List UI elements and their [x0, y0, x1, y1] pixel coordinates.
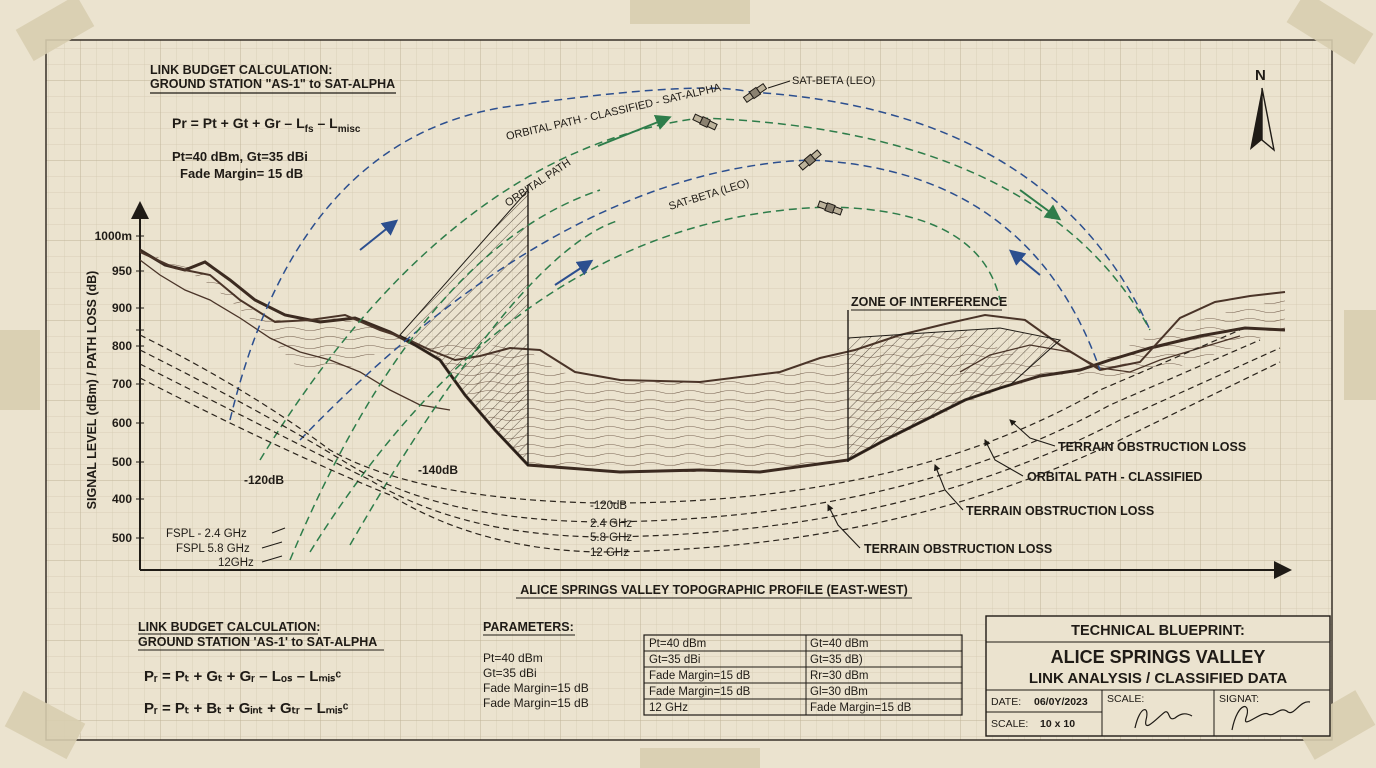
table-cell: Pt=40 dBm — [649, 638, 706, 650]
header-line2: GROUND STATION "AS-1" to SAT-ALPHA — [150, 77, 395, 91]
header-line1: LINK BUDGET CALCULATION: — [150, 63, 332, 77]
y-tick-label: 950 — [112, 264, 132, 278]
table-cell: 12 GHz — [649, 702, 688, 714]
signature-signat — [1231, 701, 1311, 731]
zone-of-interference: ZONE OF INTERFERENCE — [847, 295, 1062, 462]
fspl-label-12: 12GHz — [218, 557, 254, 569]
parameter-item: Gt=35 dBi — [483, 666, 537, 680]
title-block-heading: TECHNICAL BLUEPRINT: — [1071, 623, 1245, 639]
parameters-list: PARAMETERS: Pt=40 dBm Gt=35 dBi Fade Mar… — [483, 620, 589, 710]
fspl-label-5-8: FSPL 5.8 GHz — [176, 543, 250, 555]
parameter-item: Fade Margin=15 dB — [483, 696, 589, 710]
date-value: 06/0Y/2023 — [1034, 696, 1088, 708]
signature-scale — [1134, 709, 1193, 729]
footer-equation-2: Pᵣ = Pₜ + Bₜ + Gᵢₙₜ + Gₜᵣ – Lₘᵢₛᶜ — [144, 700, 349, 717]
y-tick-label: 1000m — [95, 229, 132, 243]
title-block-title: ALICE SPRINGS VALLEY — [1051, 647, 1266, 667]
y-axis-ticks: 1000m950900850800700600500400500 — [95, 229, 144, 545]
header-block: LINK BUDGET CALCULATION: GROUND STATION … — [150, 63, 396, 181]
label-minus120-mid: -120dB — [590, 500, 627, 512]
satellite-icon — [798, 149, 822, 171]
satellite-icon — [817, 200, 843, 216]
table-cell: Gl=30 dBm — [810, 686, 868, 698]
scale-label: SCALE: — [991, 718, 1028, 730]
y-tick-label: 500 — [112, 531, 132, 545]
callout-terrain-3: TERRAIN OBSTRUCTION LOSS — [864, 542, 1052, 556]
border-frame — [45, 39, 1333, 741]
north-label: N — [1255, 67, 1266, 84]
label-2-4ghz: 2.4 GHz — [590, 518, 632, 530]
title-block-subtitle: LINK ANALYSIS / CLASSIFIED DATA — [1029, 670, 1288, 687]
parameters-title: PARAMETERS: — [483, 620, 574, 634]
table-cell: Gt=35 dB) — [810, 654, 863, 666]
right-callouts: TERRAIN OBSTRUCTION LOSS ORBITAL PATH - … — [827, 419, 1246, 556]
y-tick-label: 600 — [112, 416, 132, 430]
parameter-item: Pt=40 dBm — [483, 651, 543, 665]
orbital-arcs — [229, 87, 1151, 561]
zone-label: ZONE OF INTERFERENCE — [851, 295, 1007, 309]
table-cell: Gt=35 dBi — [649, 654, 700, 666]
arc-label-sat-beta-top: SAT-BETA (LEO) — [792, 75, 875, 87]
table-cell: Fade Margin=15 dB — [810, 702, 912, 714]
label-5-8ghz: 5.8 GHz — [590, 532, 632, 544]
scale-sign-label: SCALE: — [1107, 693, 1144, 705]
satellite-icon — [692, 113, 718, 131]
table-cell: Fade Margin=15 dB — [649, 670, 751, 682]
footer-line2: GROUND STATION 'AS-1' to SAT-ALPHA — [138, 635, 377, 649]
axes — [131, 201, 1292, 579]
label-12ghz: 12 GHz — [590, 547, 629, 559]
y-tick-label: 500 — [112, 455, 132, 469]
callout-terrain-1: TERRAIN OBSTRUCTION LOSS — [1058, 440, 1246, 454]
header-param2: Fade Margin= 15 dB — [180, 166, 303, 181]
label-minus140: -140dB — [418, 463, 458, 477]
callout-terrain-2: TERRAIN OBSTRUCTION LOSS — [966, 504, 1154, 518]
title-block: TECHNICAL BLUEPRINT: ALICE SPRINGS VALLE… — [985, 615, 1331, 737]
callout-orbital: ORBITAL PATH - CLASSIFIED — [1027, 470, 1202, 484]
header-formula: Pr = Pt + Gt + Gr – Lfs – Lmisc — [172, 115, 361, 135]
footer-line1: LINK BUDGET CALCULATION: — [138, 620, 320, 634]
y-axis-label: SIGNAL LEVEL (dBm) / PATH LOSS (dB) — [85, 271, 99, 510]
signat-label: SIGNAT: — [1219, 693, 1259, 705]
north-arrow-icon: N — [1250, 67, 1276, 152]
fspl-label-2-4: FSPL - 2.4 GHz — [166, 528, 247, 540]
footer-equation-1: Pᵣ = Pₜ + Gₜ + Gᵣ – Lₒₛ – Lₘᵢₛᶜ — [144, 668, 342, 685]
x-axis-label: ALICE SPRINGS VALLEY TOPOGRAPHIC PROFILE… — [520, 583, 908, 597]
y-tick-label: 900 — [112, 301, 132, 315]
scale-value: 10 x 10 — [1040, 718, 1075, 730]
header-param1: Pt=40 dBm, Gt=35 dBi — [172, 149, 308, 164]
y-tick-label: 700 — [112, 377, 132, 391]
table-cell: Fade Margin=15 dB — [649, 686, 751, 698]
table-cell: Gt=40 dBm — [810, 638, 869, 650]
fspl-labels: FSPL - 2.4 GHz FSPL 5.8 GHz 12GHz — [166, 527, 286, 569]
footer-budget: LINK BUDGET CALCULATION: GROUND STATION … — [138, 620, 384, 717]
date-label: DATE: — [991, 696, 1021, 708]
y-tick-label: 400 — [112, 492, 132, 506]
parameters-table: Pt=40 dBm Gt=40 dBm Gt=35 dBi Gt=35 dB) … — [643, 634, 963, 716]
satellite-icon — [742, 82, 768, 104]
parameter-item: Fade Margin=15 dB — [483, 681, 589, 695]
label-minus120-left: -120dB — [244, 473, 284, 487]
obstruction-zone-left — [399, 185, 529, 467]
path-loss-curves — [139, 329, 1281, 553]
y-tick-label: 800 — [112, 339, 132, 353]
orbit-arrows — [359, 115, 1062, 286]
table-cell: Rr=30 dBm — [810, 670, 868, 682]
